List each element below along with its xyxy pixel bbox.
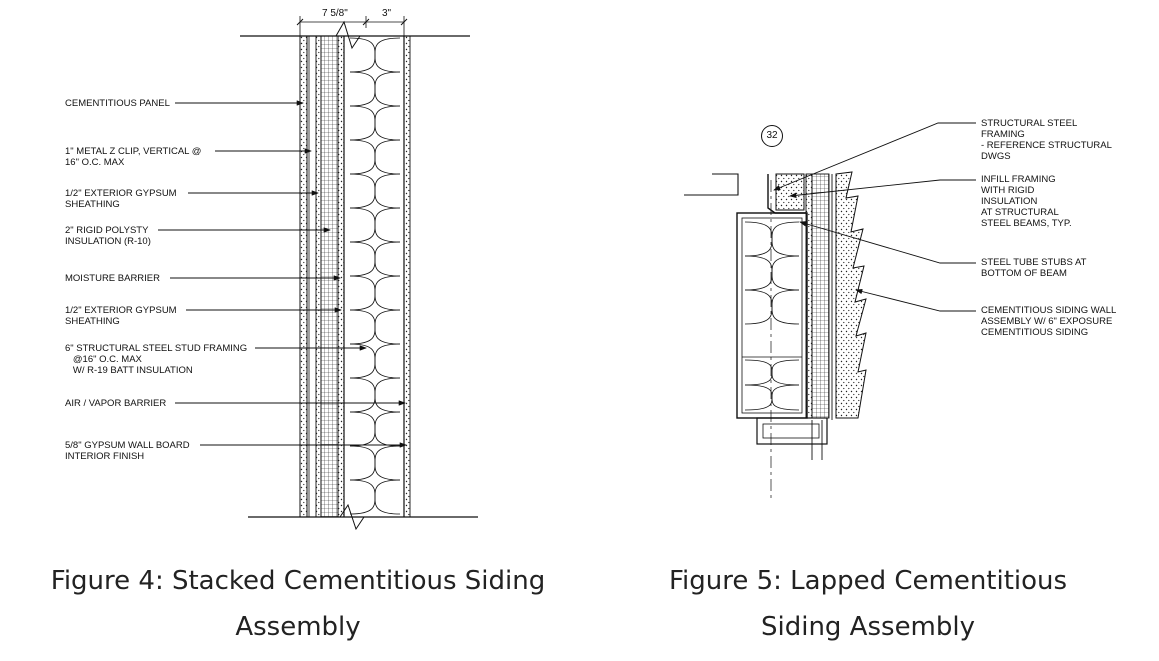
figure4-caption-line2: Assembly bbox=[235, 612, 361, 642]
label-moisture-barrier: MOISTURE BARRIER bbox=[65, 273, 161, 284]
batt-insulation-curve bbox=[349, 343, 401, 379]
leader-line bbox=[773, 122, 976, 191]
figure5-caption-line1: Figure 5: Lapped Cementitious bbox=[668, 566, 1068, 596]
label-gypsum-wall-board: 5/8" GYPSUM WALL BOARD INTERIOR FINISH bbox=[65, 440, 190, 462]
figure4-caption: Figure 4: Stacked Cementitious Siding As… bbox=[20, 558, 576, 650]
batt-insulation-curve bbox=[349, 445, 401, 481]
batt-insulation-curve bbox=[744, 221, 800, 257]
label-infill-framing: INFILL FRAMING WITH RIGID INSULATION AT … bbox=[981, 174, 1072, 229]
batt-insulation-curve bbox=[744, 255, 800, 291]
batt-insulation-curve bbox=[349, 139, 401, 175]
batt-insulation-curve bbox=[349, 411, 401, 447]
label-exterior-gypsum-1: 1/2" EXTERIOR GYPSUM SHEATHING bbox=[65, 188, 177, 210]
label-metal-z-clip: 1" METAL Z CLIP, VERTICAL @ 16" O.C. MAX bbox=[65, 146, 202, 168]
figure5-caption: Figure 5: Lapped Cementitious Siding Ass… bbox=[620, 558, 1116, 650]
batt-insulation-curve bbox=[744, 384, 800, 411]
figure4-dimension-stud: 3" bbox=[382, 8, 392, 19]
batt-insulation-curve bbox=[349, 241, 401, 277]
batt-insulation-curve bbox=[744, 359, 800, 386]
leader-line bbox=[855, 288, 976, 312]
batt-insulation-curve bbox=[744, 289, 800, 325]
batt-insulation-curve bbox=[349, 71, 401, 107]
label-steel-tube-stubs: STEEL TUBE STUBS AT BOTTOM OF BEAM bbox=[981, 257, 1087, 279]
figure4-dimension-overall: 7 5/8" bbox=[322, 8, 348, 19]
figure4-caption-line1: Figure 4: Stacked Cementitious Siding bbox=[50, 566, 546, 596]
label-rigid-polystyrene: 2" RIGID POLYSTY INSULATION (R-10) bbox=[65, 225, 151, 247]
figure5-caption-line2: Siding Assembly bbox=[760, 612, 976, 642]
label-cementitious-panel: CEMENTITIOUS PANEL bbox=[65, 98, 170, 109]
batt-insulation-curve bbox=[349, 173, 401, 209]
batt-insulation-curve bbox=[349, 309, 401, 345]
leader-line bbox=[789, 179, 976, 199]
label-air-vapor-barrier: AIR / VAPOR BARRIER bbox=[65, 398, 167, 409]
label-exterior-gypsum-2: 1/2" EXTERIOR GYPSUM SHEATHING bbox=[65, 305, 177, 327]
batt-insulation-curve bbox=[349, 479, 401, 515]
figure5-beam-section bbox=[684, 122, 976, 498]
label-structural-steel-framing: STRUCTURAL STEEL FRAMING - REFERENCE STR… bbox=[981, 118, 1112, 162]
label-cementitious-siding-wall: CEMENTITIOUS SIDING WALL ASSEMBLY W/ 6" … bbox=[981, 305, 1117, 338]
grid-line-bubble: 32 bbox=[761, 125, 783, 147]
batt-insulation-curve bbox=[349, 37, 401, 73]
label-steel-stud-framing: 6" STRUCTURAL STEEL STUD FRAMING @16" O.… bbox=[65, 343, 248, 376]
figure4-wall-section bbox=[158, 16, 478, 531]
batt-insulation-curve bbox=[349, 377, 401, 413]
batt-insulation-curve bbox=[349, 275, 401, 311]
batt-insulation-curve bbox=[349, 105, 401, 141]
leader-line bbox=[799, 221, 976, 264]
batt-insulation-curve bbox=[349, 207, 401, 243]
